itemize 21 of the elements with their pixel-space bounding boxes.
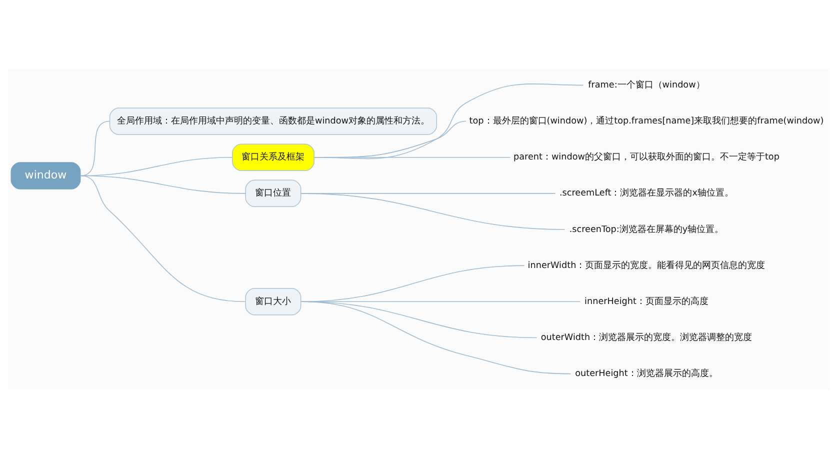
node-text: outerHeight：浏览器展示的高度。 [575, 369, 718, 380]
node-text: innerHeight：页面显示的高度 [584, 296, 708, 307]
connector [80, 120, 110, 176]
node-text: parent：window的父窗口，可以获取外面的窗口。不一定等于top [514, 152, 780, 163]
node-box: 窗口大小 [245, 288, 302, 316]
node-box: window [10, 162, 81, 190]
node-box: 全局作用域：在局作用域中声明的变量、函数都是window对象的属性和方法。 [109, 108, 438, 135]
connector [314, 156, 511, 158]
node-text: innerWidth：页面显示的宽度。能看得见的网页信息的宽度 [528, 260, 766, 271]
node-text: .screenTop:浏览器在屏幕的y轴位置。 [569, 224, 724, 235]
connector [300, 301, 581, 302]
connector [314, 84, 584, 160]
connector [300, 301, 572, 374]
node-text: top：最外层的窗口(window)，通过top.frames[name]来取我们想要的frame(window) [469, 116, 824, 127]
connector [300, 193, 566, 230]
node-box: 窗口位置 [245, 180, 302, 208]
connector [80, 175, 246, 302]
node-text: .screemLeft：浏览器在显示器的x轴位置。 [560, 188, 734, 199]
node-text: outerWidth：浏览器展示的宽度。浏览器调整的宽度 [540, 333, 752, 344]
node-box: 窗口关系及框架 [232, 144, 314, 171]
node-text: frame:一个窗口（window） [588, 80, 705, 90]
